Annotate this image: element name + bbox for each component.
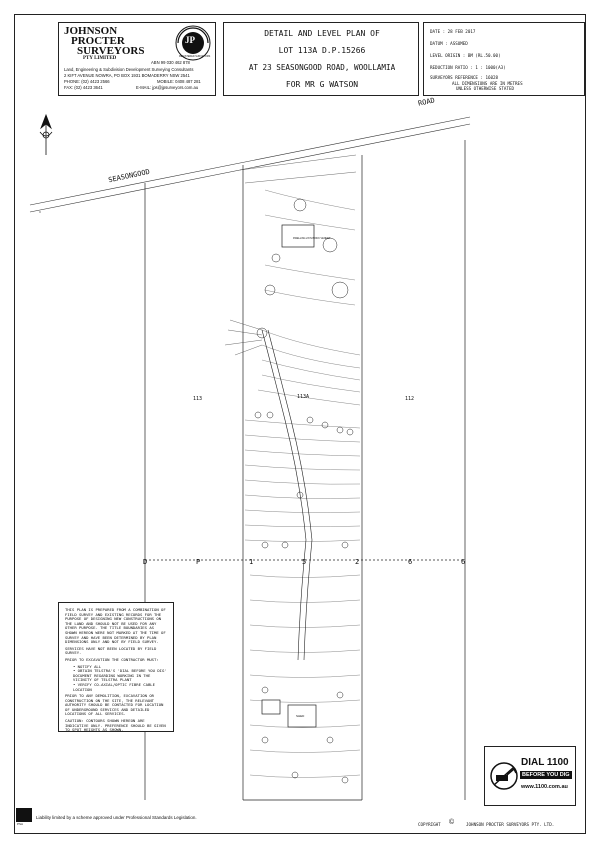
note-bullet: • NOTIFY ALL (73, 663, 102, 669)
title-line3: AT 23 SEASONGOOD ROAD, WOOLLAMIA (248, 63, 396, 72)
info-datum: DATUM : ASSUMED (430, 41, 468, 46)
lot-boundaries (144, 140, 466, 801)
info-level-origin: LEVEL ORIGIN : BM (RL.50.00) (430, 53, 501, 58)
company-name-line3: SURVEYORS (77, 45, 145, 57)
note-paragraph-4: PRIOR TO ANY DEMOLITION, EXCAVATION OR C… (65, 693, 164, 717)
dp-letter-5: 2 (355, 558, 360, 566)
dp-letter-4: 5 (302, 558, 307, 566)
shed-label: SHED (296, 714, 305, 718)
info-reduction-ratio: REDUCTION RATIO : 1 : 1000(A3) (430, 65, 506, 70)
dial-before-you-dig-block: DIAL 1100 BEFORE YOU DIG www.1100.com.au (484, 746, 576, 806)
note-bullets: • NOTIFY ALL • OBTAIN TELSTRA'S 'DIAL BE… (73, 663, 167, 693)
psa-badge (16, 808, 32, 822)
info-block: DATE : 28 FEB 2017 DATUM : ASSUMED LEVEL… (423, 22, 585, 96)
company-logo-ring-text: REGISTERED SURVEYORS (179, 55, 211, 58)
title-line2: LOT 113A D.P.15266 (278, 46, 366, 55)
lot-label-113a: 113A (297, 394, 310, 400)
company-name-line4: PTY LIMITED (83, 56, 117, 61)
company-address: 2 KIFT AVENUE NOWRA, PO BOX 1931 BOMADER… (64, 73, 190, 78)
note-paragraph-3: PRIOR TO EXCAVATION THE CONTRACTOR MUST: (65, 656, 159, 662)
company-name-line2: PROCTER (71, 35, 125, 47)
dp-letter-6: 6 (408, 558, 413, 566)
driveway-lines (261, 329, 313, 661)
note-bullet: • VERIFY CO-AXIAL/OPTIC FIBRE CABLE LOCA… (73, 681, 155, 692)
company-logo-letters: JP (185, 35, 195, 45)
info-date: DATE : 28 FEB 2017 (430, 29, 476, 34)
north-arrow-icon (39, 113, 53, 155)
dial-big-text: DIAL 1100 (521, 757, 569, 768)
dp-letter-1: D (143, 558, 148, 566)
liability-statement: Liability limited by a scheme approved u… (36, 815, 197, 820)
buildings (261, 224, 317, 728)
info-dimensions-note-2: UNLESS OTHERWISE STATED (456, 86, 514, 91)
company-phone: PHONE: (02) 4423 2566 (64, 79, 110, 84)
copyright-label: COPYRIGHT (418, 822, 441, 827)
lot-label-112: 112 (405, 396, 415, 402)
drawing-sheet (14, 14, 586, 834)
company-email: E-MAIL: jps@jpsurveyors.com.au (136, 85, 199, 90)
spot-heights (224, 154, 357, 356)
contour-lines (244, 189, 361, 778)
dial-url: www.1100.com.au (521, 784, 568, 790)
note-paragraph-5: CAUTION: CONTOURS SHOWN HEREON ARE INDIC… (65, 718, 166, 733)
company-fax: FAX: (02) 4423 3641 (64, 85, 103, 90)
company-block: JOHNSON PROCTER SURVEYORS PTY LIMITED AB… (58, 22, 216, 96)
tree-symbols (254, 198, 354, 784)
dial-sub-text: BEFORE YOU DIG (520, 771, 572, 779)
copyright-owner: JOHNSON PROCTER SURVEYORS PTY. LTD. (466, 822, 555, 827)
company-logo-icon (175, 25, 211, 61)
company-mobile: MOBILE: 0408 487 281 (157, 79, 201, 84)
company-abn: ABN 99 030 462 878 (151, 60, 190, 65)
title-line4: FOR MR G WATSON (285, 80, 359, 89)
excavator-icon (490, 762, 518, 790)
info-reference: SURVEYORS REFERENCE : 16028 (430, 75, 499, 80)
note-paragraph-2: SERVICES HAVE NOT BEEN LOCATED BY FIELD … (65, 645, 157, 656)
dwelling-label: DWELLING 23 IN BRICK VENEER (293, 237, 331, 240)
note-bullet: • OBTAIN TELSTRA'S 'DIAL BEFORE YOU DIG'… (73, 668, 167, 683)
company-name-line1: JOHNSON (64, 25, 118, 37)
title-line1: DETAIL AND LEVEL PLAN OF (264, 29, 380, 38)
notes-block: THIS PLAN IS PREPARED FROM A COMBINATION… (58, 602, 174, 732)
dp-letter-2: P (196, 558, 201, 566)
company-services: Land, Engineering & Subdivision Developm… (64, 67, 194, 72)
copyright-symbol: © (449, 819, 455, 826)
road-reserve-lines (29, 116, 471, 213)
lot-label-113: 113 (193, 396, 203, 402)
title-block: DETAIL AND LEVEL PLAN OF LOT 113A D.P.15… (223, 22, 419, 96)
psa-badge-text: PSA (17, 822, 24, 826)
dp-letter-7: 6 (461, 558, 466, 566)
note-paragraph-1: THIS PLAN IS PREPARED FROM A COMBINATION… (65, 607, 166, 645)
dp-letter-3: 1 (249, 558, 254, 566)
info-dimensions-note-1: ALL DIMENSIONS ARE IN METRES (452, 81, 523, 86)
